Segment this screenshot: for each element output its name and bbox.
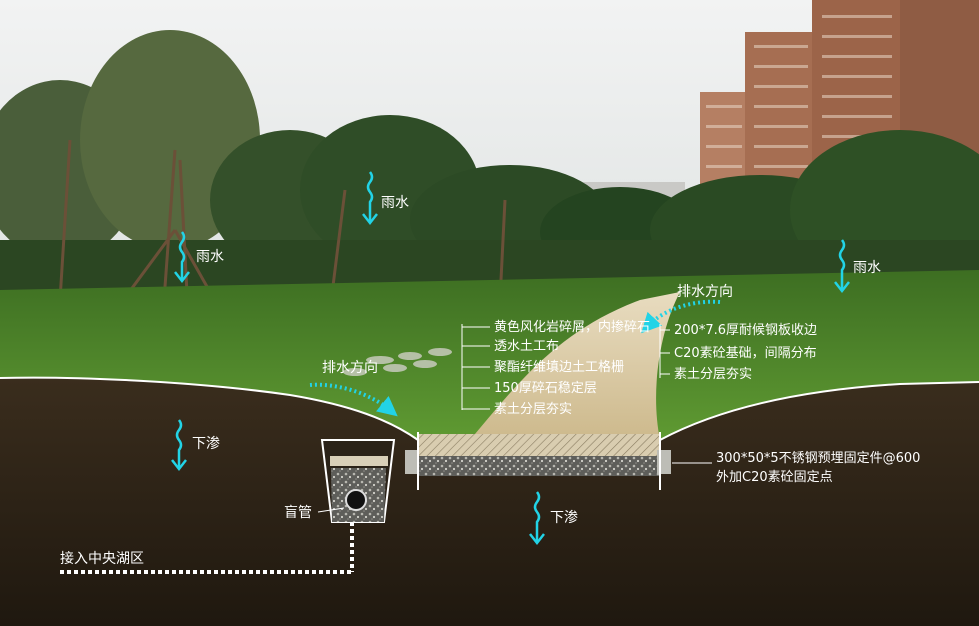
edge-layer-label: 素土分层夯实: [674, 367, 752, 382]
infiltration-label: 下渗: [550, 510, 578, 526]
path-layer-label: 150厚碎石稳定层: [494, 380, 597, 396]
gravel-layer: [418, 456, 660, 476]
infiltration-label: 下渗: [192, 436, 220, 452]
path-layer-label: 透水土工布: [494, 339, 559, 354]
rain-label: 雨水: [381, 195, 409, 211]
blind-pipe-icon: [346, 490, 366, 510]
drain-direction-label-right: 排水方向: [677, 284, 733, 300]
edge-layer-label: C20素砼基础，间隔分布: [674, 346, 817, 361]
outlet-label: 接入中央湖区: [60, 550, 144, 567]
edge-layer-label: 200*7.6厚耐候钢板收边: [674, 323, 817, 338]
drain-direction-label-left: 排水方向: [322, 360, 378, 376]
anchor-note-line-2: 外加C20素砼固定点: [716, 470, 833, 485]
path-layer-label: 素土分层夯实: [494, 402, 572, 417]
weathered-rock-layer: [418, 434, 660, 456]
path-layer-label: 黄色风化岩碎屑，内掺碎石: [494, 319, 650, 335]
rain-label: 雨水: [196, 249, 224, 265]
rain-label: 雨水: [853, 260, 881, 276]
trench-fabric: [330, 456, 388, 466]
left-edge-footing: [405, 450, 419, 474]
blind-pipe-label: 盲管: [284, 504, 312, 521]
path-layer-label: 聚酯纤维填边土工格栅: [494, 359, 624, 375]
anchor-note-line-1: 300*50*5不锈钢预埋固定件@600: [716, 451, 920, 466]
